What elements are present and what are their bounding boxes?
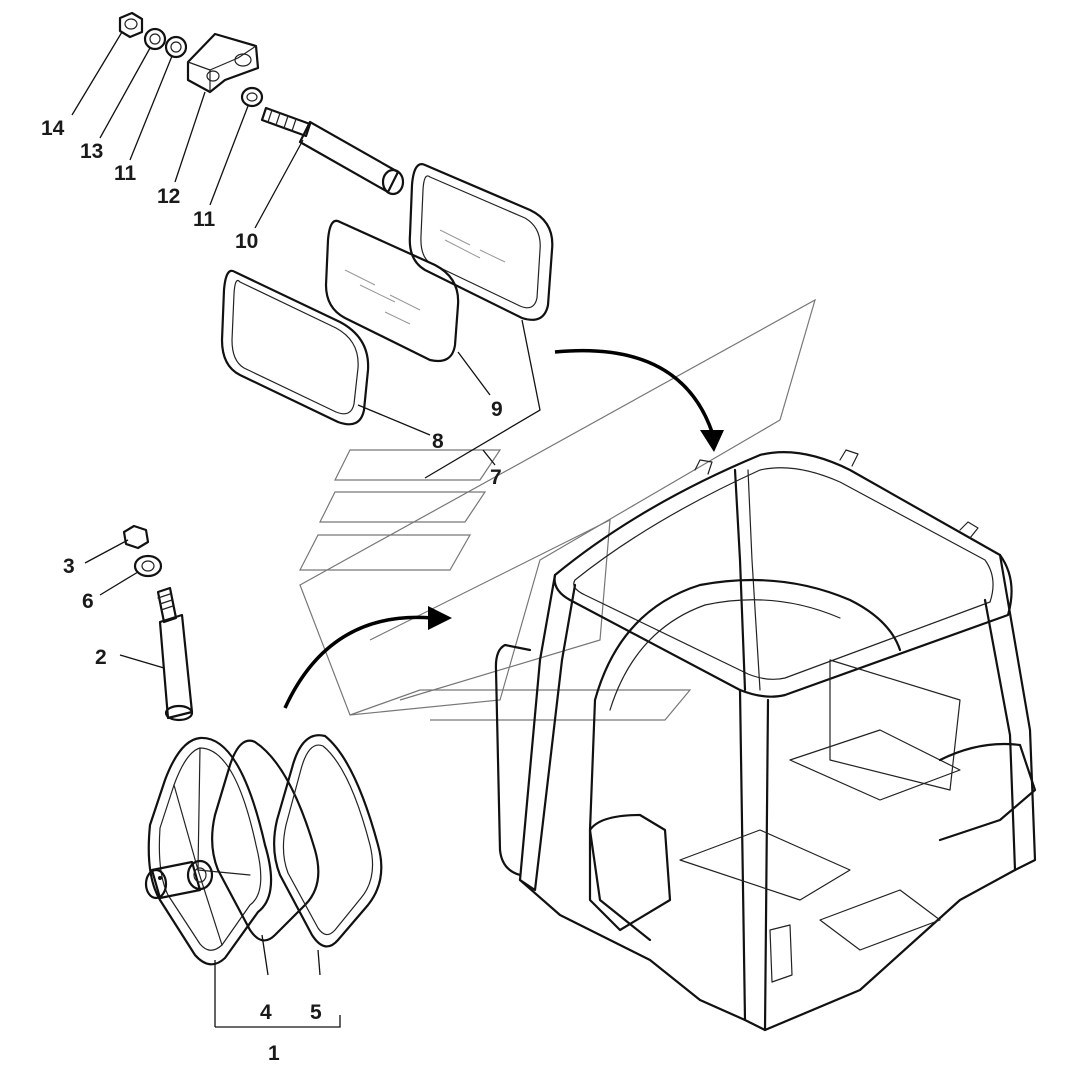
mirror-glass-4 <box>211 739 320 942</box>
washer-11-lower <box>240 86 264 108</box>
callout-12: 12 <box>157 185 180 208</box>
callout-6: 6 <box>82 590 94 613</box>
nut-14 <box>118 11 144 39</box>
washer-11-upper <box>164 35 188 59</box>
mirror-stud-2 <box>156 586 194 722</box>
lock-washer-13 <box>143 27 167 51</box>
cab-frame <box>494 449 1037 1032</box>
mirror-housing-7 <box>408 163 554 321</box>
mounting-clamp-12 <box>186 32 260 94</box>
callout-13: 13 <box>80 140 103 163</box>
mirror-arm-10 <box>260 106 405 196</box>
leader-lines <box>71 31 541 1028</box>
callout-8: 8 <box>432 430 444 453</box>
callout-1: 1 <box>268 1042 280 1065</box>
callout-4: 4 <box>260 1001 272 1024</box>
ghost-mirror-frame-outline <box>299 298 816 721</box>
mirror-housing-1 <box>144 736 273 966</box>
callout-9: 9 <box>491 398 503 421</box>
callout-14: 14 <box>41 117 65 140</box>
callout-11-upper: 11 <box>114 162 137 185</box>
lower-assembly-arrow <box>283 606 452 709</box>
washer-6 <box>133 554 163 578</box>
callout-2: 2 <box>95 646 107 669</box>
callout-7: 7 <box>490 466 502 489</box>
mirror-glass-9 <box>324 219 460 363</box>
upper-assembly-arrow <box>554 348 724 452</box>
mirror-gasket-8 <box>220 269 370 426</box>
nut-3 <box>122 524 150 550</box>
mirror-gasket-5 <box>273 734 383 948</box>
callout-10: 10 <box>235 230 258 253</box>
callout-3: 3 <box>63 555 75 578</box>
callout-5: 5 <box>310 1001 322 1024</box>
callout-11-lower: 11 <box>193 208 216 231</box>
callout-labels: 14 13 11 12 11 10 9 8 7 3 6 2 4 5 1 <box>41 117 503 1065</box>
